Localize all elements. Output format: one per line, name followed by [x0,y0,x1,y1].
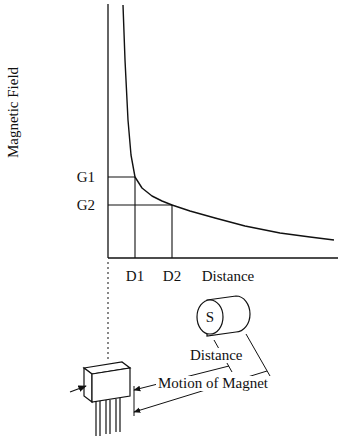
dimension-lines [134,334,270,416]
pole-label: S [193,310,227,325]
y-axis [107,4,108,258]
tick-label: G1 [77,170,95,185]
tick-label: G2 [77,198,95,213]
hall-sensor [70,362,130,436]
dimension-label: Distance [188,348,244,363]
g1-d1-guide [108,177,135,258]
dimension-label: Motion of Magnet [156,376,270,391]
x-axis [108,257,338,258]
tick-label: D1 [126,269,144,284]
magnet-face: S [193,299,227,335]
axis-title: Magnetic Field [7,66,22,157]
g2-d2-guide [108,205,172,258]
tick-label: D2 [163,269,181,284]
axis-label: Distance [202,269,254,284]
drop-line [108,262,109,362]
